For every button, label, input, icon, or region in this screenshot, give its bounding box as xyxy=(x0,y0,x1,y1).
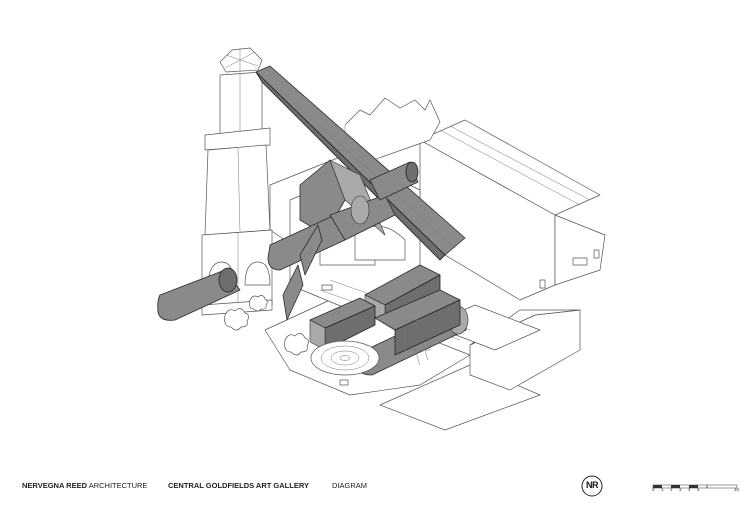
scale-label: 3 xyxy=(679,487,682,492)
scale-label: 10 xyxy=(734,487,740,492)
trees xyxy=(224,284,333,356)
logo-text: NR xyxy=(586,480,599,490)
axonometric-diagram xyxy=(157,47,606,431)
circular-paving xyxy=(310,340,380,386)
scale-label: 5 xyxy=(697,487,700,492)
main-hall xyxy=(419,119,606,301)
scale-label: 2 xyxy=(670,487,673,492)
project-title: CENTRAL GOLDFIELDS ART GALLERY xyxy=(168,481,309,490)
scale-bar: 0 1 2 3 4 5 10 xyxy=(652,478,742,494)
firm-name-regular: ARCHITECTURE xyxy=(88,481,148,490)
cylinder-left xyxy=(157,267,241,321)
logo-circle-icon xyxy=(581,475,603,497)
scale-label: 0 xyxy=(652,487,655,492)
scale-label: 4 xyxy=(688,487,691,492)
scale-label: 1 xyxy=(661,487,664,492)
sheet-title: DIAGRAM xyxy=(332,481,368,490)
nr-logo: NR xyxy=(581,475,603,497)
scale-bar-graphic xyxy=(652,484,738,489)
firm-name-bold: NERVEGNA REED xyxy=(22,481,88,490)
cylinder-center xyxy=(267,194,396,271)
cylinder-upper xyxy=(369,161,419,201)
box-frame xyxy=(374,289,461,356)
firm-name: NERVEGNA REED ARCHITECTURE xyxy=(22,481,147,490)
thin-fin-volumes xyxy=(282,224,323,321)
box-low xyxy=(309,297,376,351)
